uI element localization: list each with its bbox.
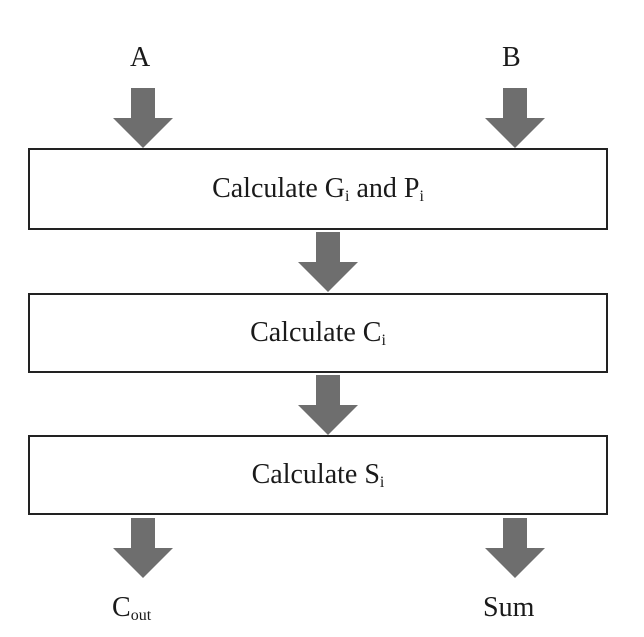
- output-sum-label: Sum: [483, 592, 535, 623]
- output-cout-label: Cout: [112, 592, 152, 624]
- step-calculate-c: Calculate Ci: [28, 293, 608, 373]
- input-a-label: A: [130, 42, 151, 73]
- step-calculate-g-p-label: Calculate Gi and Pi: [212, 173, 424, 205]
- arrow-cout-down-icon: [113, 518, 173, 578]
- arrow-a-down-icon: [113, 88, 173, 148]
- step-calculate-c-label: Calculate Ci: [250, 317, 386, 349]
- arrow-sum-down-icon: [485, 518, 545, 578]
- arrow-step2-to-step3-icon: [298, 375, 358, 435]
- arrow-b-down-icon: [485, 88, 545, 148]
- arrow-step1-to-step2-icon: [298, 232, 358, 292]
- step-calculate-s: Calculate Si: [28, 435, 608, 515]
- input-b-label: B: [502, 42, 521, 73]
- step-calculate-g-p: Calculate Gi and Pi: [28, 148, 608, 230]
- step-calculate-s-label: Calculate Si: [251, 459, 385, 491]
